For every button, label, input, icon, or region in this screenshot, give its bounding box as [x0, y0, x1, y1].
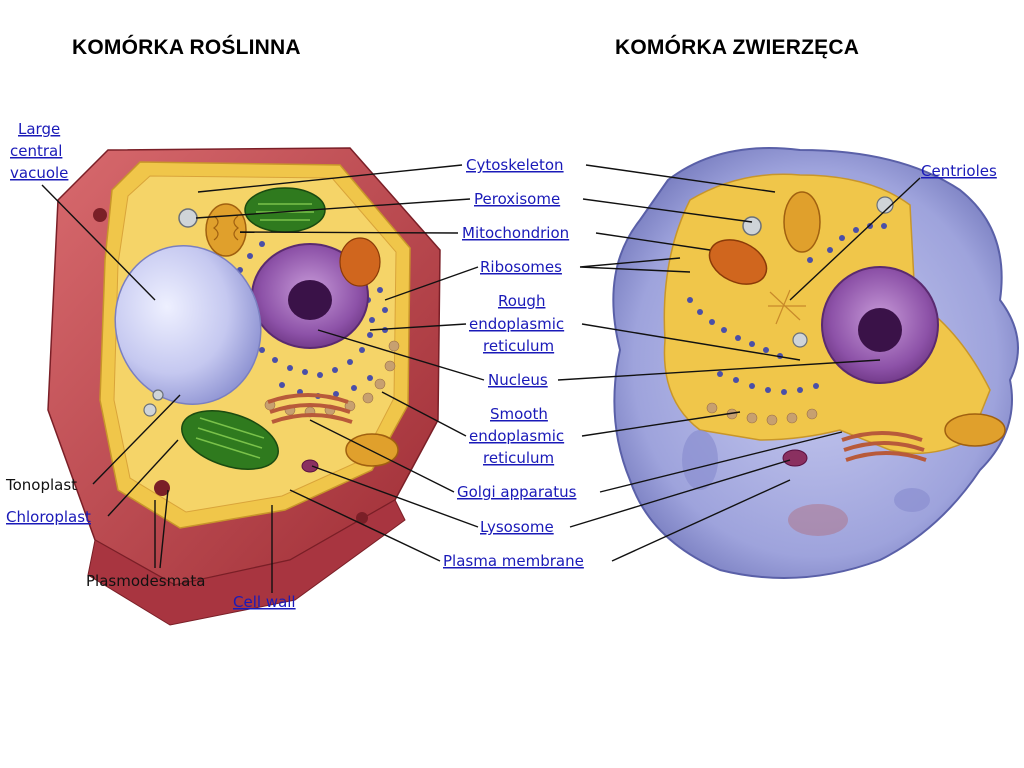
label-plasmodesmata: Plasmodesmata [86, 572, 205, 590]
label-rough-er-3[interactable]: reticulum [483, 337, 554, 355]
label-cytoskeleton[interactable]: Cytoskeleton [466, 156, 564, 174]
label-cell-wall[interactable]: Cell wall [233, 593, 296, 611]
animal-cell [612, 147, 1019, 579]
label-chloroplast[interactable]: Chloroplast [6, 508, 91, 526]
leader-lines [41, 164, 921, 593]
label-lysosome[interactable]: Lysosome [480, 518, 554, 536]
label-rough-er-1[interactable]: Rough [498, 292, 545, 310]
label-plasma-membrane[interactable]: Plasma membrane [443, 552, 584, 570]
label-centrioles[interactable]: Centrioles [921, 162, 997, 180]
label-tonoplast: Tonoplast [5, 476, 77, 494]
plant-cell-title: KOMÓRKA ROŚLINNA [72, 36, 301, 59]
label-smooth-er-1[interactable]: Smooth [490, 405, 548, 423]
plant-chloroplast-bottom [181, 410, 279, 470]
label-smooth-er-3[interactable]: reticulum [483, 449, 554, 467]
label-peroxisome[interactable]: Peroxisome [474, 190, 560, 208]
plant-cell [47, 147, 441, 626]
plant-vacuole [114, 244, 262, 406]
label-mitochondrion[interactable]: Mitochondrion [462, 224, 569, 242]
label-golgi-apparatus[interactable]: Golgi apparatus [457, 483, 577, 501]
label-rough-er-2[interactable]: endoplasmic [469, 315, 564, 333]
label-nucleus[interactable]: Nucleus [488, 371, 548, 389]
label-large-central-vacuole-2[interactable]: central [10, 142, 62, 160]
label-large-central-vacuole-1[interactable]: Large [18, 120, 60, 138]
animal-cell-title: KOMÓRKA ZWIERZĘCA [615, 36, 860, 59]
label-large-central-vacuole-3[interactable]: vacuole [10, 164, 68, 182]
label-smooth-er-2[interactable]: endoplasmic [469, 427, 564, 445]
label-ribosomes[interactable]: Ribosomes [480, 258, 562, 276]
labels: Large central vacuole Tonoplast Chloropl… [5, 120, 997, 611]
